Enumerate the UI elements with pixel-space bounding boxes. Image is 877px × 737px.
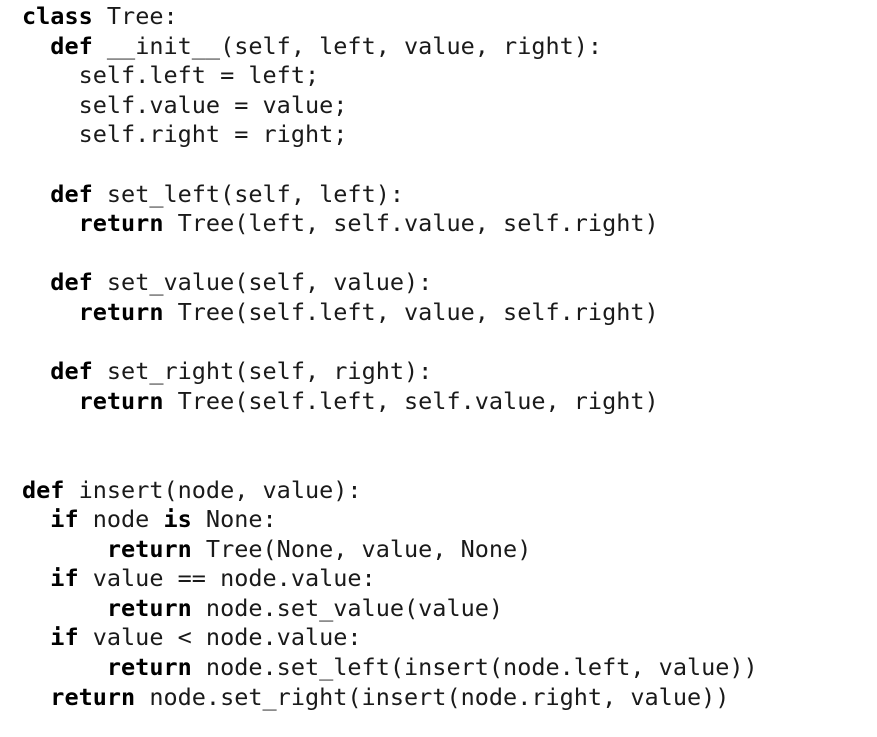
code-line: return node.set_value(value) [22,594,758,624]
code-keyword: return [106,534,192,563]
code-text [22,594,107,622]
code-line: return node.set_left(insert(node.left, v… [22,653,758,683]
code-text [22,357,50,385]
code-keyword: return [50,682,136,711]
code-keyword: return [78,209,164,238]
code-text: set_right(self, right): [92,357,433,386]
code-text: __init__(self, left, value, right): [92,31,603,60]
code-keyword: def [50,31,93,60]
code-line: self.right = right; [22,120,758,150]
code-keyword: if [50,564,79,593]
code-text: None: [191,505,277,534]
blank-line [22,150,758,180]
code-line: return Tree(left, self.value, self.right… [22,209,758,239]
code-line: if node is None: [22,505,758,535]
code-text: node.set_left(insert(node.left, value)) [191,653,758,682]
code-text [22,564,50,592]
code-text: Tree(self.left, self.value, right) [163,386,659,415]
code-text: set_value(self, value): [92,268,433,297]
code-line: self.left = left; [22,61,758,91]
code-text [22,298,79,326]
code-text: Tree(None, value, None) [191,534,532,563]
code-line: if value < node.value: [22,623,758,653]
code-line: def set_left(self, left): [22,180,758,210]
blank-line [22,239,758,269]
code-text [22,387,79,415]
code-keyword: return [106,653,192,682]
code-text: node [78,505,164,534]
code-text [22,209,79,237]
code-text: Tree(self.left, value, self.right) [163,297,659,326]
code-text: node.set_right(insert(node.right, value)… [135,682,730,711]
code-text [22,505,50,533]
code-line: if value == node.value: [22,564,758,594]
code-listing: class Tree: def __init__(self, left, val… [22,2,758,712]
code-line: def set_value(self, value): [22,268,758,298]
code-line: return Tree(None, value, None) [22,535,758,565]
code-text: node.set_value(value) [191,593,504,622]
code-text: value < node.value: [78,623,362,652]
code-text: value == node.value: [78,564,376,593]
code-text: self.value = value; [22,90,348,119]
code-text [22,535,107,563]
code-line: def set_right(self, right): [22,357,758,387]
code-keyword: if [50,505,79,534]
code-keyword: def [50,357,93,386]
code-text: Tree(left, self.value, self.right) [163,209,659,238]
code-line: return Tree(self.left, self.value, right… [22,387,758,417]
code-text: Tree: [92,2,178,30]
code-text [22,653,107,681]
code-line: return Tree(self.left, value, self.right… [22,298,758,328]
code-keyword: if [50,623,79,652]
code-text [22,32,50,60]
code-line: class Tree: [22,2,758,32]
code-keyword: is [163,505,192,534]
code-keyword: def [50,268,93,297]
code-text: insert(node, value): [64,475,362,504]
code-text: set_left(self, left): [92,179,405,208]
code-line: def insert(node, value): [22,476,758,506]
code-text: self.left = left; [22,61,320,90]
blank-line [22,446,758,476]
code-text: self.right = right; [22,120,348,149]
code-line: def __init__(self, left, value, right): [22,32,758,62]
code-keyword: return [106,593,192,622]
code-keyword: return [78,297,164,326]
blank-line [22,328,758,358]
code-line: self.value = value; [22,91,758,121]
code-keyword: return [78,386,164,415]
code-line: return node.set_right(insert(node.right,… [22,683,758,713]
code-text [22,683,50,711]
code-keyword: def [22,475,65,504]
blank-line [22,416,758,446]
code-text [22,623,50,651]
code-text [22,180,50,208]
code-keyword: def [50,179,93,208]
code-text [22,268,50,296]
code-keyword: class [22,2,93,30]
